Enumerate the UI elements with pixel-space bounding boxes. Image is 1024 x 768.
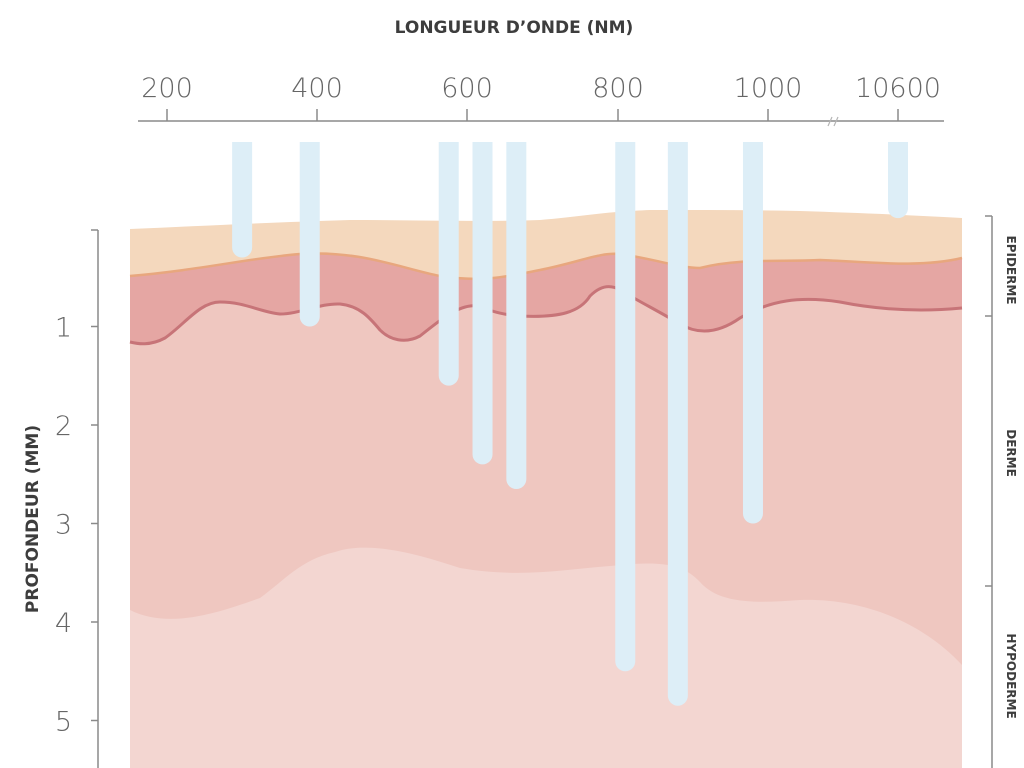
y-tick-label-3: 3 <box>55 510 72 541</box>
y-tick-label-5: 5 <box>55 707 72 738</box>
y-tick-label-4: 4 <box>55 608 72 639</box>
penetration-beam-300 <box>232 132 253 258</box>
beam-top-mask <box>120 120 970 142</box>
y-tick-label-1: 1 <box>55 313 72 344</box>
penetration-beam-575 <box>438 132 459 386</box>
y-axis-title: PROFONDEUR (MM) <box>23 425 43 613</box>
hypodermis-layer <box>130 547 962 768</box>
skin-layers <box>129 210 963 768</box>
x-tick-label-600: 600 <box>441 73 493 104</box>
penetration-beam-810 <box>615 132 636 672</box>
x-axis-title: LONGUEUR D’ONDE (NM) <box>395 18 634 38</box>
x-axis-break-mark <box>827 116 839 127</box>
layer-label-hypoderme: HYPODERME <box>1004 633 1018 718</box>
penetration-beam-10600 <box>888 132 908 219</box>
penetration-beam-390 <box>299 132 320 327</box>
penetration-beam-880 <box>667 132 688 706</box>
x-tick-label-10600: 10600 <box>855 73 941 104</box>
layer-label-epiderme: EPIDERME <box>1004 236 1018 305</box>
penetration-beam-620 <box>472 132 493 465</box>
y-tick-label-2: 2 <box>55 411 72 442</box>
x-tick-label-400: 400 <box>291 73 343 104</box>
x-tick-label-800: 800 <box>592 73 644 104</box>
penetration-beam-665 <box>506 132 527 490</box>
layer-label-derme: DERME <box>1004 429 1018 477</box>
x-tick-label-200: 200 <box>141 73 193 104</box>
penetration-beams <box>120 120 970 706</box>
x-tick-label-1000: 1000 <box>734 73 803 104</box>
penetration-beam-980 <box>742 132 763 524</box>
axes: 200 400 600 800 1000 10600 1 2 3 4 5 <box>55 73 993 768</box>
